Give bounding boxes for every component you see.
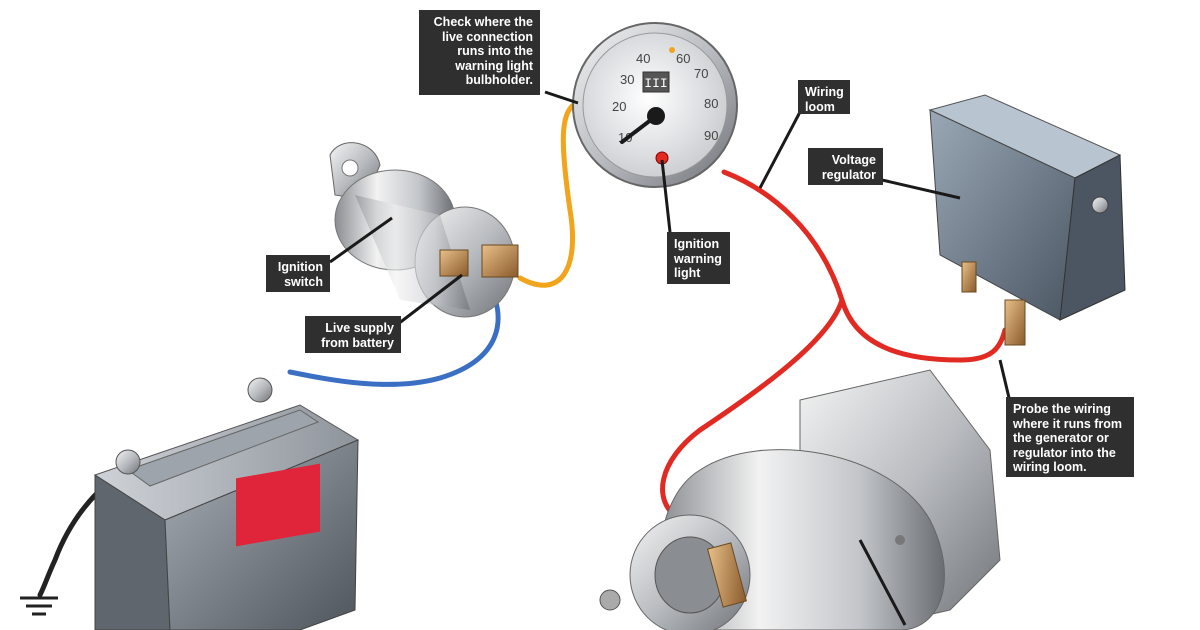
leader-live-supply (397, 273, 463, 326)
earth-symbol (20, 596, 58, 616)
gauge-tick: 80 (704, 96, 718, 111)
callout-ignition-warning-light: Ignition warning light (667, 232, 730, 284)
battery-supply-wire (287, 275, 501, 387)
battery (93, 377, 360, 630)
callout-voltage-regulator: Voltage regulator (808, 148, 883, 185)
leader-voltage-regulator (881, 178, 961, 200)
odometer-window (642, 71, 670, 93)
gauge: III 10 20 30 40 60 70 80 90 (572, 22, 738, 188)
callout-wiring-loom: Wiring loom (798, 80, 850, 114)
voltage-regulator (928, 94, 1126, 346)
gauge-tick: 70 (694, 66, 708, 81)
callout-check-live-connection: Check where the live connection runs int… (419, 10, 540, 95)
battery-red-tag (236, 463, 320, 547)
leader-check-live (544, 90, 579, 105)
live-connection-wire (517, 99, 581, 288)
leader-generator (858, 539, 907, 626)
gauge-tick: 30 (620, 72, 634, 87)
gauge-tick: 90 (704, 128, 718, 143)
callout-ignition-switch: Ignition switch (266, 255, 330, 292)
leader-warning-light (660, 159, 672, 233)
leader-wiring-loom (758, 111, 802, 189)
gauge-tick: 20 (612, 99, 626, 114)
ignition-switch (329, 142, 519, 318)
gauge-tick: 40 (636, 51, 650, 66)
leader-lines (329, 90, 1012, 626)
odometer-digits: III (644, 76, 667, 91)
generator (599, 369, 1001, 630)
leader-probe-wiring (998, 359, 1012, 403)
gauge-tick: 60 (676, 51, 690, 66)
callout-probe-wiring: Probe the wiring where it runs from the … (1006, 397, 1134, 477)
leader-ignition-switch (329, 216, 393, 264)
callout-live-supply: Live supply from battery (305, 316, 401, 353)
